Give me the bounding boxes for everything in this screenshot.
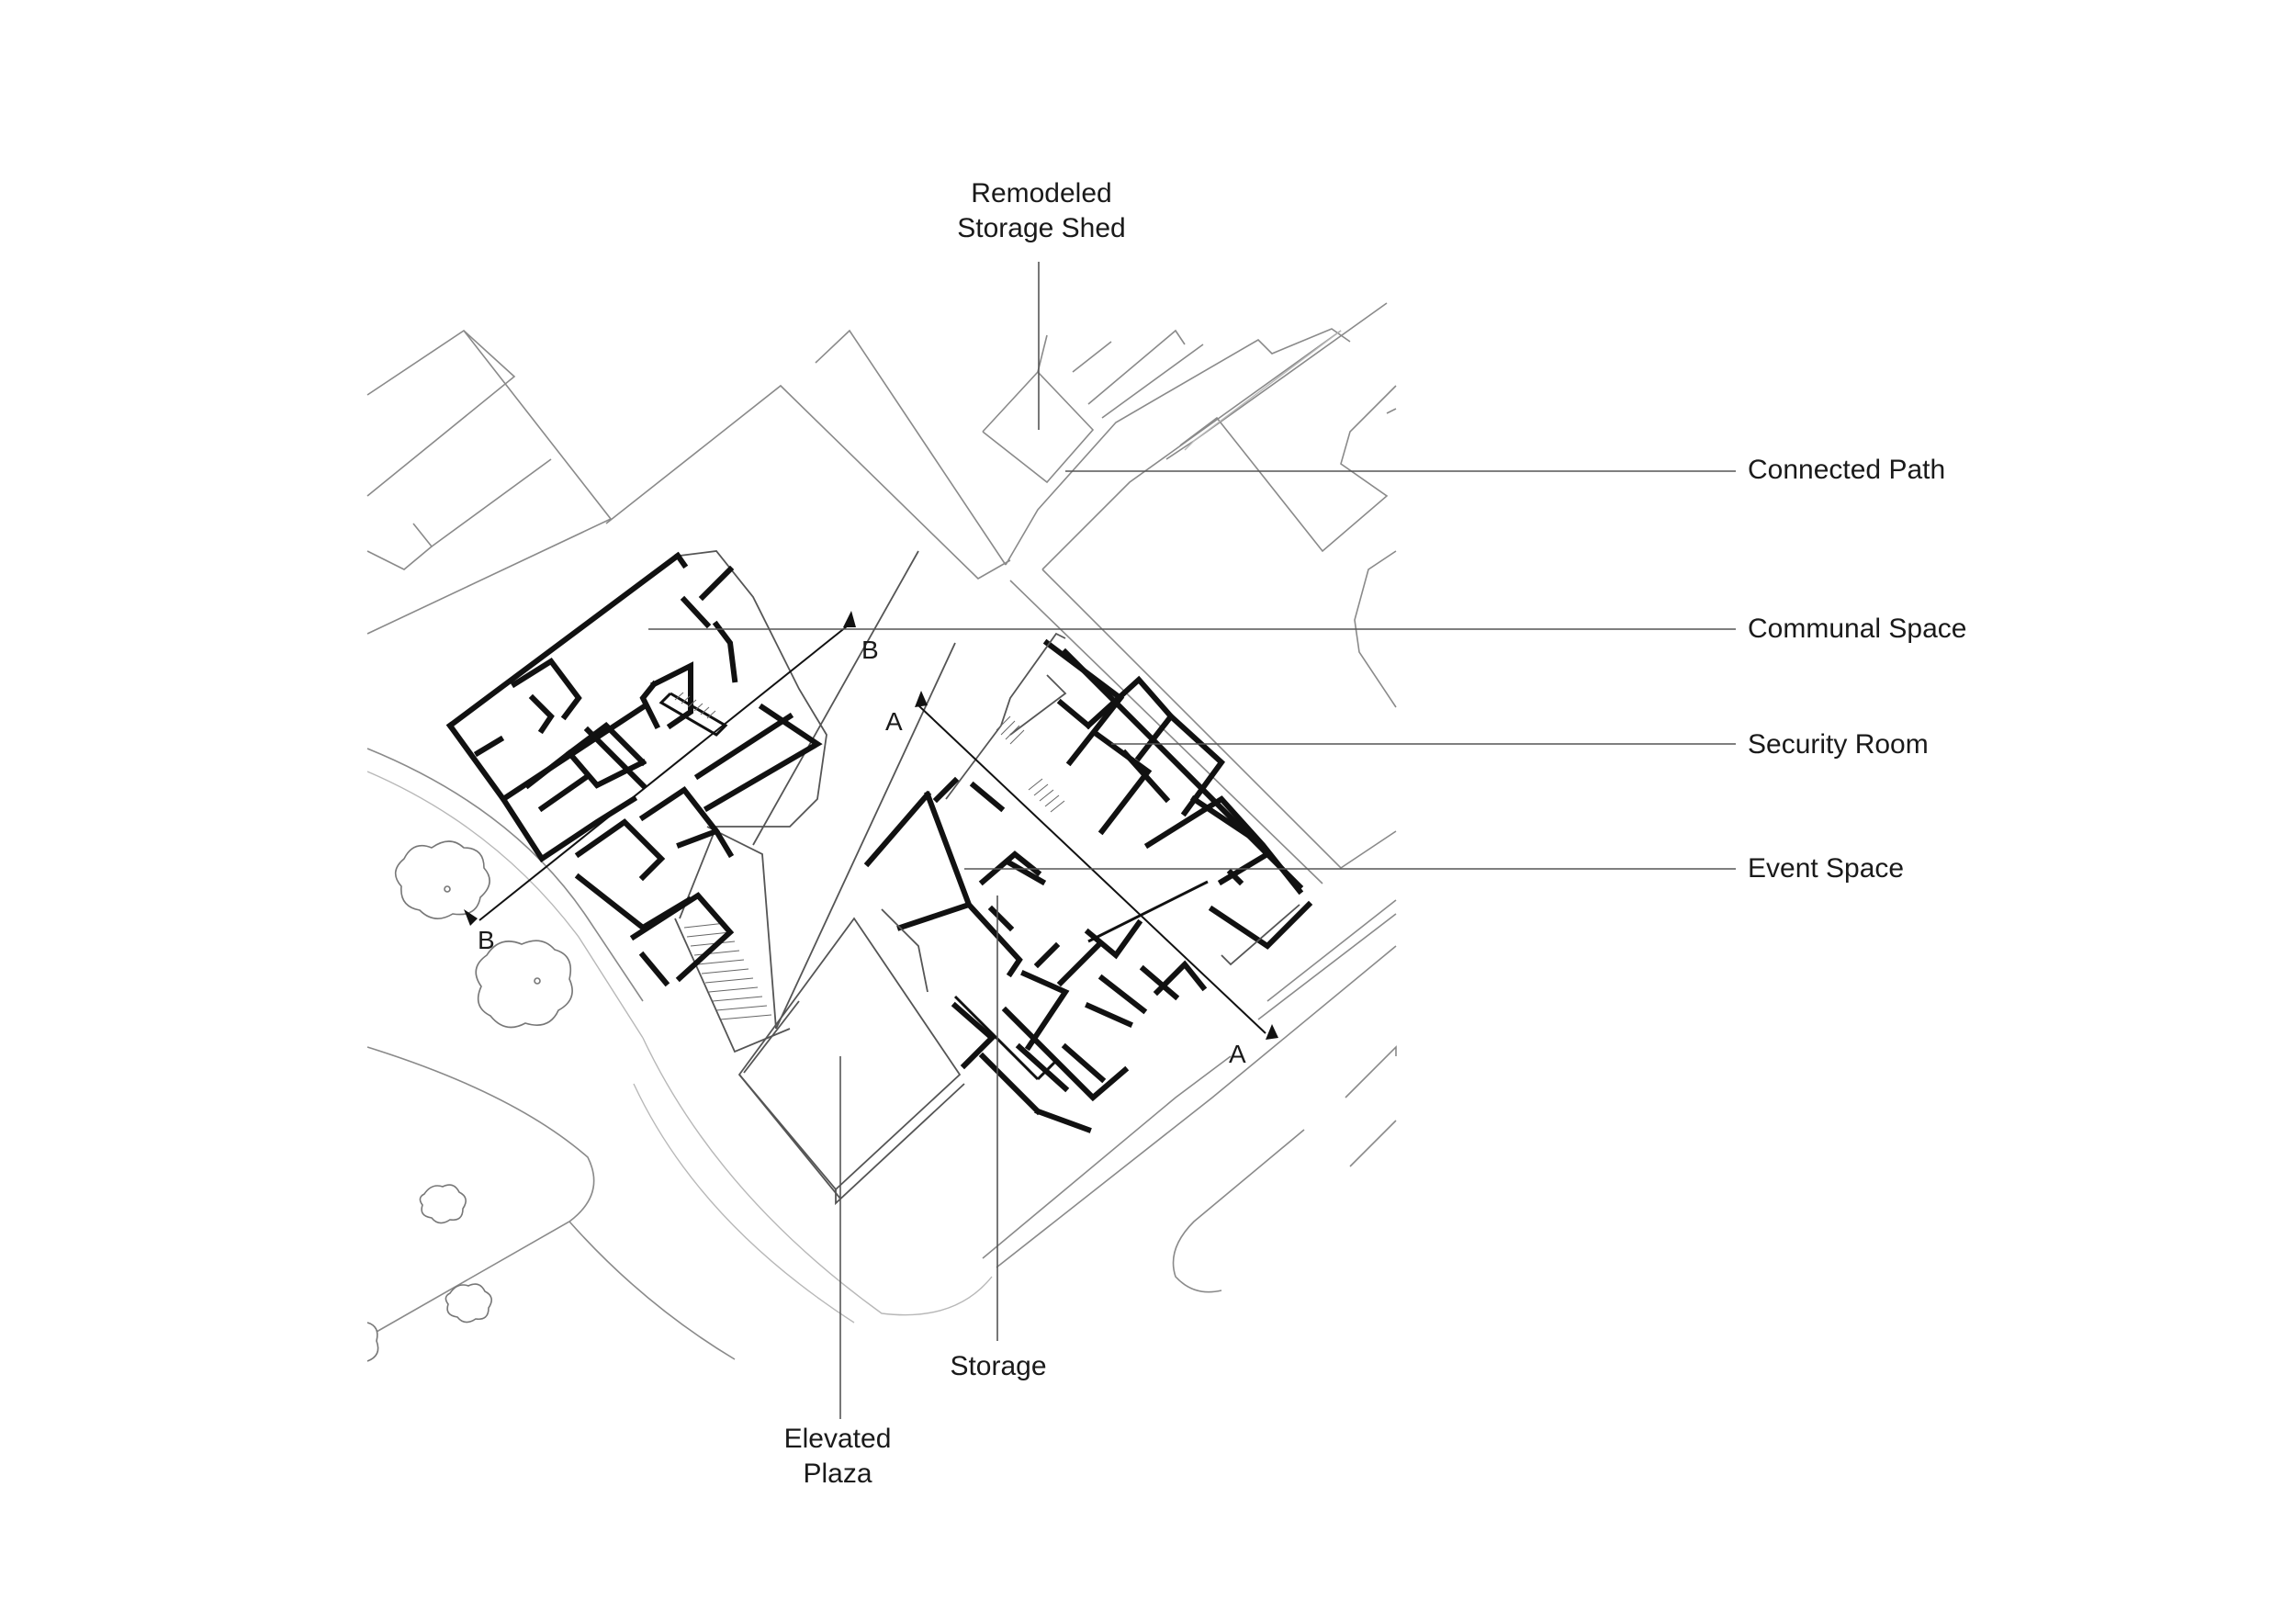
label-storage-shed-line-1: Remodeled [971,178,1112,208]
section-b-arrow-bottom [464,909,478,926]
section-a-arrow-top [915,691,928,707]
section-a-marker-bottom: A [1229,1040,1246,1068]
leader-lines [648,262,1736,1419]
label-storage: Storage [950,1351,1047,1381]
section-line-b [464,611,856,926]
label-remodeled-storage-shed: Remodeled Storage Shed [957,176,1125,246]
label-connected-path: Connected Path [1748,455,1946,485]
label-elevated-plaza-line-2: Plaza [803,1459,872,1489]
label-elevated-plaza-line-1: Elevated [783,1424,892,1454]
label-storage-shed-line-2: Storage Shed [957,213,1126,243]
label-event-space: Event Space [1748,853,1905,884]
site-context [366,302,1397,1360]
right-building [863,632,1313,1133]
elevated-plaza-area [674,550,965,1206]
section-b-marker-top: B [861,636,879,664]
label-communal-space: Communal Space [1748,614,1967,644]
section-a-marker-top: A [885,707,903,736]
trees [366,840,573,1362]
section-a-arrow-bottom [1266,1024,1278,1040]
section-b-arrow-top [843,611,856,627]
label-elevated-plaza: Elevated Plaza [784,1422,892,1492]
left-building [445,550,827,987]
label-security-room: Security Room [1748,729,1929,760]
section-line-a [915,691,1278,1040]
section-b-marker-bottom: B [478,926,495,954]
